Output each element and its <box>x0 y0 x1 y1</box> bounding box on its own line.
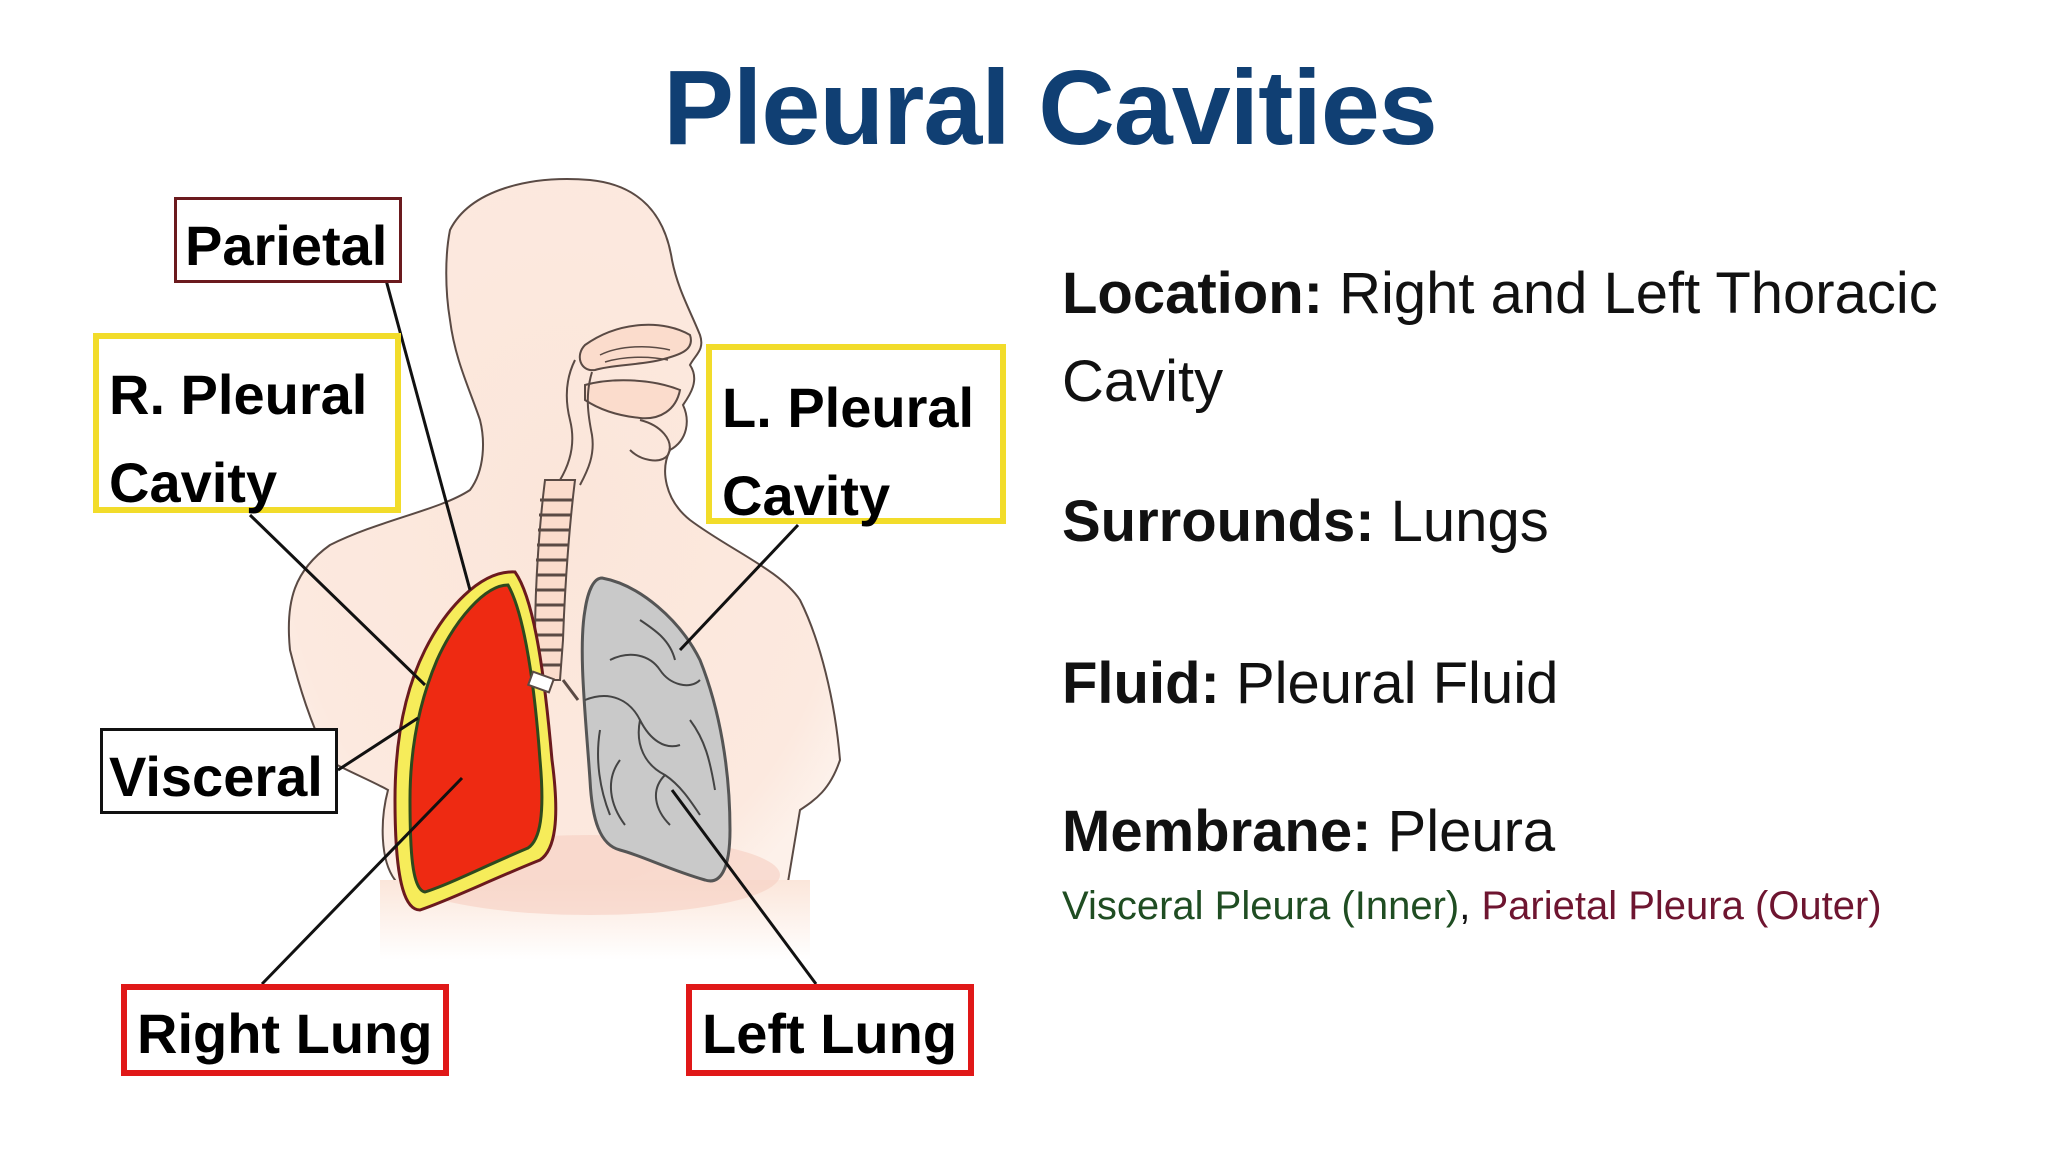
parietal-pleura-text: Parietal Pleura (Outer) <box>1481 884 1882 928</box>
leader-visceral <box>337 716 419 772</box>
label-r-pleural-line1: R. Pleural <box>109 363 368 426</box>
label-r-pleural-line2: Cavity <box>109 451 278 514</box>
leader-right-lung <box>260 776 464 986</box>
label-l-pleural-cavity: L. Pleural Cavity <box>706 344 1006 527</box>
info-location: Location: Right and Left Thoracic Cavity <box>1062 250 1938 426</box>
label-visceral-text: Visceral <box>109 745 323 808</box>
left-lung-group <box>580 576 732 883</box>
label-right-lung: Right Lung <box>121 984 449 1076</box>
label-l-pleural-line1: L. Pleural <box>722 376 975 439</box>
thorax-diagram: Parietal R. Pleural Cavity L. Pleural Ca… <box>93 178 1006 1076</box>
info-surrounds-key: Surrounds: <box>1062 489 1375 554</box>
info-membrane-key: Membrane: <box>1062 799 1372 864</box>
label-visceral: Visceral <box>100 728 338 814</box>
label-parietal: Parietal <box>174 197 402 283</box>
label-left-lung: Left Lung <box>686 984 974 1076</box>
info-location-value: Right and Left Thoracic <box>1339 261 1938 326</box>
membrane-detail: Visceral Pleura (Inner), Parietal Pleura… <box>1062 884 1882 929</box>
oral-cavity <box>584 379 682 420</box>
label-r-pleural-cavity: R. Pleural Cavity <box>93 333 401 514</box>
right-bronchus <box>526 670 556 694</box>
info-membrane-value: Pleura <box>1387 799 1556 864</box>
label-parietal-text: Parietal <box>185 214 388 277</box>
info-location-key: Location: <box>1062 261 1323 326</box>
tongue-structure <box>629 419 671 462</box>
right-lung-group <box>393 570 558 912</box>
right-lung <box>408 583 544 894</box>
leader-left-lung <box>670 789 818 985</box>
label-l-pleural-line2: Cavity <box>722 464 891 527</box>
pharynx <box>559 359 594 486</box>
info-fluid-value: Pleural Fluid <box>1235 651 1559 716</box>
info-membrane: Membrane: Pleura <box>1062 798 1555 865</box>
info-fluid: Fluid: Pleural Fluid <box>1062 650 1558 717</box>
leader-l-pleural <box>678 523 800 652</box>
membrane-separator: , <box>1459 884 1471 928</box>
left-lung-bronchioles <box>584 619 716 826</box>
label-left-lung-text: Left Lung <box>702 1002 958 1065</box>
torso-illustration <box>248 178 842 986</box>
leader-r-pleural <box>248 513 427 687</box>
visceral-pleura-text: Visceral Pleura (Inner) <box>1062 884 1460 928</box>
info-fluid-key: Fluid: <box>1062 651 1220 716</box>
info-location-value-cont: Cavity <box>1062 349 1224 414</box>
label-right-lung-text: Right Lung <box>137 1002 433 1065</box>
leader-parietal <box>384 279 472 591</box>
nasal-turbinates <box>599 345 671 363</box>
info-surrounds: Surrounds: Lungs <box>1062 488 1549 555</box>
info-surrounds-value: Lungs <box>1390 489 1549 554</box>
page-title: Pleural Cavities <box>663 49 1438 167</box>
